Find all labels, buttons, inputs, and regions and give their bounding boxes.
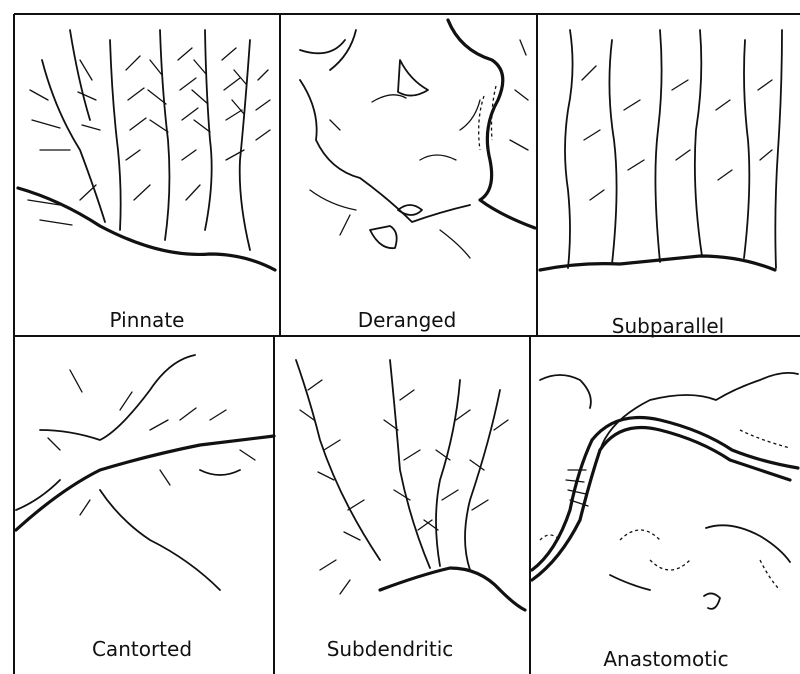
panel-grid bbox=[14, 14, 800, 674]
panel-contorted: Cantorted bbox=[16, 355, 274, 661]
panel-label-deranged: Deranged bbox=[358, 308, 457, 332]
panel-pinnate: Pinnate bbox=[18, 30, 275, 332]
pinnate-streams bbox=[18, 30, 275, 270]
panel-label-contorted: Cantorted bbox=[92, 637, 192, 661]
panel-subdendritic: Subdendritic bbox=[296, 360, 525, 661]
panel-subparallel: Subparallel bbox=[540, 30, 782, 338]
subdendritic-streams bbox=[296, 360, 525, 610]
grid-outer-frame bbox=[14, 14, 800, 674]
anastomotic-streams bbox=[532, 373, 798, 609]
panel-label-pinnate: Pinnate bbox=[110, 308, 185, 332]
deranged-streams bbox=[300, 20, 535, 258]
contorted-streams bbox=[16, 355, 274, 590]
panel-deranged: Deranged bbox=[300, 20, 535, 332]
subparallel-streams bbox=[540, 30, 782, 270]
panel-label-subdendritic: Subdendritic bbox=[327, 637, 454, 661]
panel-label-subparallel: Subparallel bbox=[612, 314, 724, 338]
panel-label-anastomotic: Anastomotic bbox=[603, 647, 728, 671]
panel-anastomotic: Anastomotic bbox=[532, 373, 798, 671]
